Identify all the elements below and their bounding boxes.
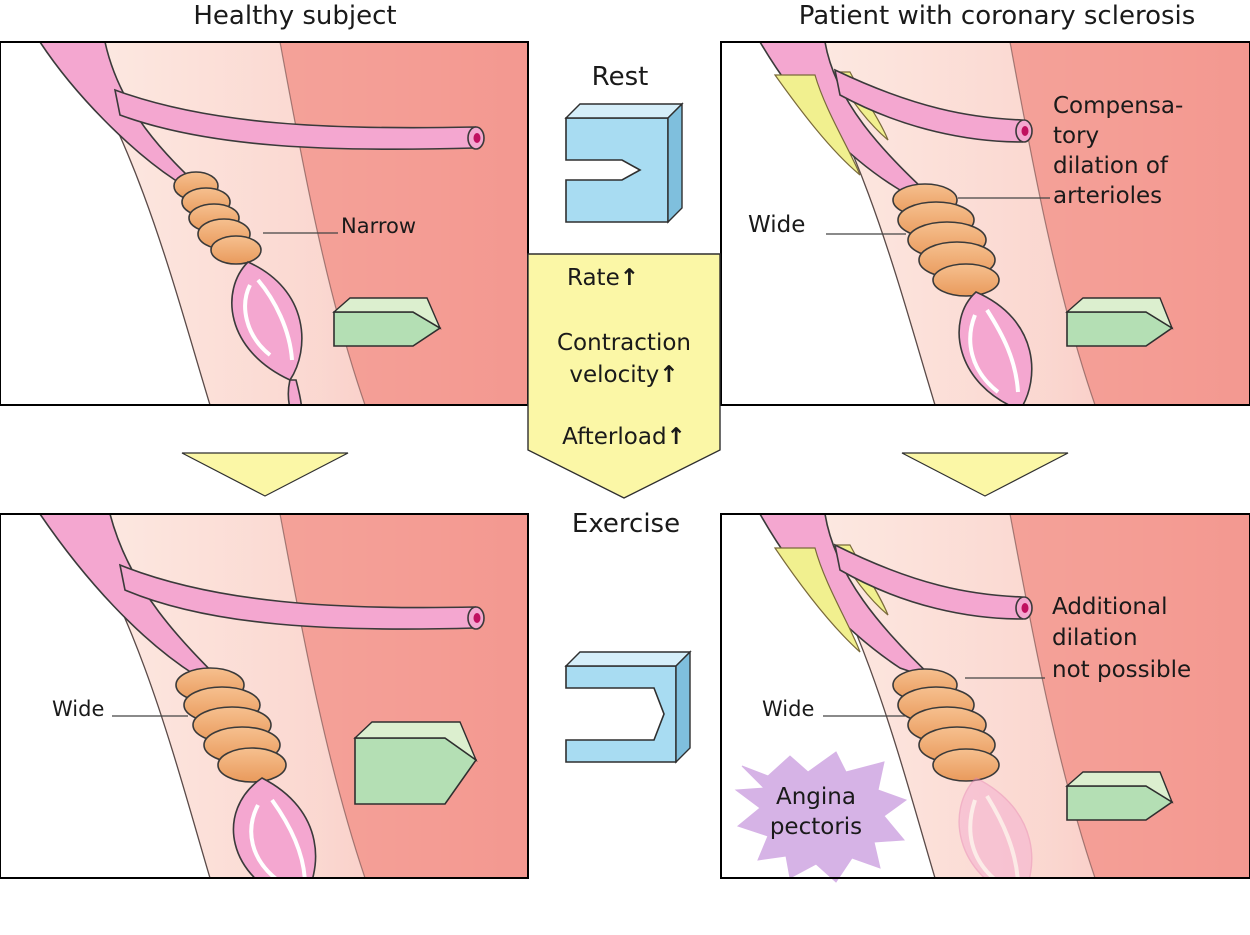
title-healthy-subject: Healthy subject	[193, 1, 396, 31]
svg-text:Compensa-: Compensa-	[1053, 93, 1183, 119]
oxygen-demand-block	[1065, 771, 1174, 821]
capillary-bed	[232, 777, 317, 878]
oxygen-supply-block-exercise	[564, 650, 692, 764]
arteriole-wide	[892, 183, 1000, 297]
arteriole-narrow	[173, 171, 262, 265]
factor-afterload: Afterload↑	[562, 424, 686, 450]
oxygen-supply-block-rest	[564, 102, 684, 224]
oxygen-demand-block	[353, 721, 478, 805]
svg-text:Angina: Angina	[776, 784, 856, 810]
svg-text:Additional: Additional	[1052, 594, 1167, 620]
label-exercise: Exercise	[572, 509, 680, 539]
label-rest: Rest	[592, 62, 649, 92]
workload-factors-panel: Rate↑ Contraction velocity↑ Afterload↑	[527, 253, 721, 499]
label-wide: Wide	[748, 212, 805, 238]
label-narrow: Narrow	[341, 214, 416, 238]
arrow-down-right	[901, 452, 1069, 497]
capillary-bed-ischemic	[958, 777, 1033, 878]
panel-sclerosis-exercise: Angina pectoris Wide Additional dilation…	[720, 513, 1250, 883]
title-coronary-sclerosis: Patient with coronary sclerosis	[799, 1, 1196, 31]
atherosclerotic-plaque	[773, 74, 861, 176]
label-additional-dilation: Additional dilation not possible	[1052, 594, 1191, 683]
angina-pectoris-burst: Angina pectoris	[734, 751, 908, 883]
arrow-down-left	[181, 452, 349, 497]
panel-healthy-exercise: Wide	[0, 513, 529, 879]
label-compensatory-dilation: Compensa- tory dilation of arterioles	[1053, 93, 1183, 209]
svg-text:pectoris: pectoris	[770, 814, 862, 840]
arteriole-wide	[892, 668, 1000, 782]
svg-text:tory: tory	[1053, 123, 1099, 149]
svg-text:not possible: not possible	[1052, 657, 1191, 683]
arteriole-wide	[175, 667, 287, 783]
svg-text:dilation: dilation	[1052, 625, 1138, 651]
oxygen-demand-block	[1065, 297, 1174, 347]
factor-contraction: Contraction	[557, 330, 691, 356]
label-wide: Wide	[762, 697, 814, 721]
panel-healthy-rest: Narrow	[0, 41, 529, 406]
oxygen-demand-block	[332, 297, 442, 347]
capillary-bed	[958, 291, 1033, 405]
factor-rate: Rate↑	[567, 265, 639, 291]
svg-text:dilation of: dilation of	[1053, 153, 1169, 179]
panel-sclerosis-rest: Wide Compensa- tory dilation of arteriol…	[720, 41, 1250, 406]
svg-text:arterioles: arterioles	[1053, 183, 1162, 209]
label-wide: Wide	[52, 697, 104, 721]
atherosclerotic-plaque	[773, 547, 861, 653]
factor-velocity: velocity↑	[569, 362, 678, 388]
capillary-bed	[231, 261, 303, 405]
